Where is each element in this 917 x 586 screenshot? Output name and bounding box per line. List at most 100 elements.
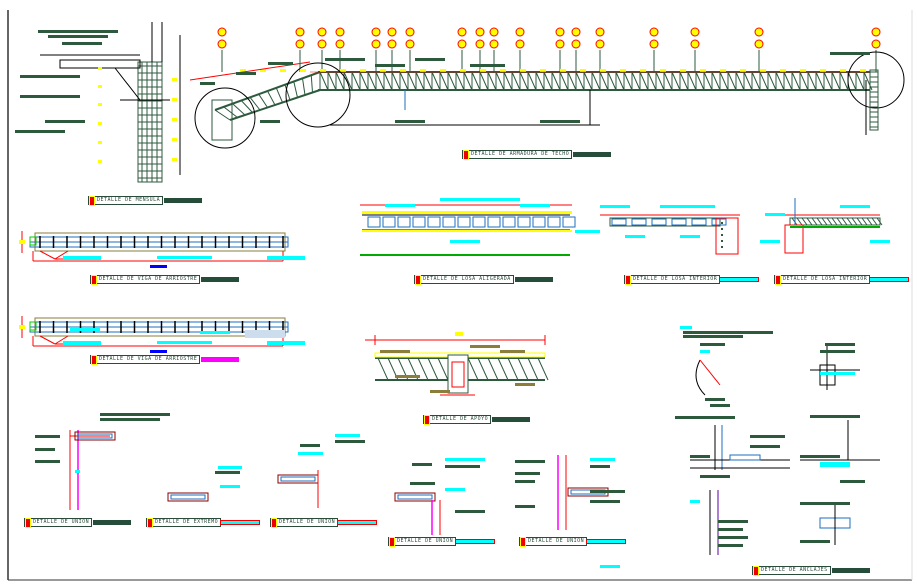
annotation-text-block — [445, 465, 480, 468]
level-marker — [98, 141, 102, 144]
annotation-text-block — [75, 470, 80, 473]
truss-web — [663, 71, 673, 91]
truss-web — [293, 81, 298, 98]
annotation-text-block — [690, 205, 715, 208]
level-marker — [172, 118, 177, 121]
joint-member — [277, 474, 319, 484]
grid-marker — [295, 27, 305, 37]
annotation-text-block — [63, 256, 101, 260]
annotation-text-block — [15, 130, 65, 133]
detail-title: DETALLE DE UNION — [519, 537, 627, 547]
grid-marker — [595, 27, 605, 37]
title-underline-bar — [201, 357, 240, 362]
leader-line — [39, 250, 56, 260]
annotation-text-block — [385, 204, 415, 207]
annotation-text-block — [325, 58, 365, 61]
annotation-text-block — [515, 472, 540, 475]
annotation-text-block — [200, 82, 215, 85]
annotation-text-block — [825, 343, 855, 346]
grid-marker — [405, 27, 415, 37]
annotation-text-block — [415, 58, 445, 61]
detail-title: DETALLE DE LOSA INTERIOR — [774, 275, 910, 285]
slab-block — [382, 216, 396, 228]
annotation-text-block — [820, 350, 855, 353]
truss-web — [671, 71, 681, 91]
annotation-text-block — [380, 350, 410, 353]
annotation-text-block — [600, 205, 630, 208]
level-marker — [172, 138, 177, 141]
purlin-marker — [520, 69, 526, 72]
grid-marker — [571, 27, 581, 37]
purlin-marker — [720, 69, 726, 72]
truss-web — [876, 217, 883, 226]
purlin-marker — [600, 69, 606, 72]
annotation-text-block — [268, 62, 293, 65]
grid-marker — [754, 27, 764, 37]
purlin-marker — [640, 69, 646, 72]
annotation-text-block — [218, 466, 242, 469]
annotation-text-block — [800, 502, 850, 505]
truss-web — [861, 217, 868, 226]
detail-callout-circle — [194, 87, 256, 149]
title-underline-bar — [492, 417, 531, 422]
annotation-text-block — [700, 343, 725, 346]
truss-web — [214, 109, 231, 121]
truss-web — [775, 71, 785, 91]
slab-rebar — [362, 230, 572, 232]
truss-web — [855, 71, 865, 91]
truss-web — [591, 71, 601, 91]
truss-web — [391, 71, 401, 91]
truss-web — [455, 71, 465, 91]
grid-marker — [555, 39, 565, 49]
truss-web — [791, 71, 801, 91]
truss-web — [527, 357, 539, 381]
truss-web — [517, 357, 529, 381]
truss-web — [511, 71, 521, 91]
annotation-text-block — [683, 331, 773, 334]
truss-web — [537, 357, 549, 381]
grid-marker — [571, 39, 581, 49]
annotation-text-block — [540, 120, 580, 123]
truss-web — [759, 71, 769, 91]
detail-title: DETALLE DE LOSA ALIGERADA — [414, 275, 553, 285]
title-underline-bar — [719, 277, 760, 282]
truss-web — [417, 357, 429, 381]
truss-web — [427, 357, 439, 381]
level-marker — [455, 332, 463, 336]
anchor-plate — [729, 454, 761, 461]
annotation-text-block — [660, 205, 690, 208]
truss-web — [367, 71, 377, 91]
joint-rebar — [77, 433, 113, 439]
end-plate — [29, 236, 37, 246]
truss-web — [302, 78, 306, 96]
annotation-text-block — [625, 235, 645, 238]
level-marker — [98, 85, 102, 88]
purlin-marker — [480, 69, 486, 72]
truss-web — [463, 71, 473, 91]
annotation-text-block — [470, 64, 505, 67]
joint-rebar — [170, 494, 206, 500]
slab-block — [532, 216, 546, 228]
purlin-marker — [380, 69, 386, 72]
annotation-text-block — [710, 404, 730, 407]
annotation-text-block — [455, 510, 485, 513]
grid-marker — [335, 39, 345, 49]
annotation-text-block — [38, 30, 118, 33]
detail-callout-circle — [847, 51, 905, 109]
beam-section — [715, 217, 739, 255]
rebar-dot — [721, 246, 723, 248]
truss-web — [647, 71, 657, 91]
truss-web — [695, 71, 705, 91]
grid-marker — [555, 27, 565, 37]
truss-web — [487, 357, 499, 381]
title-underline-bar — [337, 520, 378, 525]
annotation-text-block — [520, 204, 550, 207]
purlin-marker — [840, 69, 846, 72]
truss-web — [575, 71, 585, 91]
grid-marker — [475, 27, 485, 37]
slab-block — [671, 218, 687, 226]
slab-block — [562, 216, 576, 228]
detail-title: DETALLE DE APOYO — [423, 415, 531, 425]
grid-marker — [871, 39, 881, 49]
